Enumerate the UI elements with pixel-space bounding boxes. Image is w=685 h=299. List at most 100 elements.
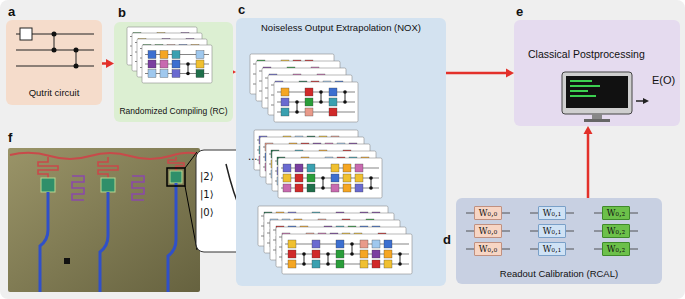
weight-label: W₀,₀ [479, 226, 497, 236]
weight-label: W₀,₀ [479, 208, 497, 218]
qubit-2 [101, 178, 115, 192]
circuit-card [281, 88, 289, 96]
output-arrow [636, 98, 649, 104]
arrow-line [446, 72, 507, 75]
weight-box: W₀,₁ [538, 242, 566, 256]
circuit-card [355, 164, 363, 172]
circuit-card [196, 51, 204, 59]
circuit-card [302, 252, 306, 256]
circuit-card [186, 72, 190, 76]
circuit-card [360, 260, 368, 268]
circuit-card [321, 186, 325, 190]
circuit-card [172, 70, 180, 78]
stage-panel: Noiseless Output Extrapolation (NOX) [236, 18, 446, 286]
qubit-1 [72, 176, 84, 200]
expectation-label: E(O) [652, 74, 675, 87]
panel-letter: d [443, 232, 451, 248]
circuit-card [384, 250, 392, 258]
circuit-card [312, 240, 320, 248]
qubit-1 [38, 157, 84, 292]
qubit-2 [100, 192, 108, 292]
circuit-card [343, 100, 347, 104]
circuit-card [160, 70, 168, 78]
arrow-line [587, 133, 590, 198]
ket-label: |0⟩ [200, 207, 214, 219]
circuit-card [283, 164, 291, 172]
panel-letter: b [118, 5, 126, 21]
alignment-mark [64, 258, 70, 264]
circuit-card [336, 240, 344, 248]
circuit-card [307, 174, 315, 182]
panel-title: Classical Postprocessing [528, 48, 645, 61]
circuit-card [372, 240, 380, 248]
circuit-card [172, 60, 180, 68]
circuit-card [307, 184, 315, 192]
circuit-card [343, 90, 347, 94]
circuit-card [160, 51, 168, 59]
circuit-card [331, 184, 339, 192]
circuit-card [196, 70, 204, 78]
stage-panel: Readout Calibration (RCAL) W₀,₀ W₀,₁ W₀,₂ W₀… [456, 198, 662, 284]
circuit-card [283, 174, 291, 182]
panel-illustration [74, 48, 79, 53]
flow-arrow [584, 126, 593, 198]
ket-label: |2⟩ [200, 171, 214, 183]
panel-title: Qutrit circuit [29, 87, 80, 98]
panel-title: Randomized Compiling (RC) [119, 106, 227, 116]
feedline [10, 153, 200, 159]
panel-illustration [74, 64, 79, 69]
zoom-box [167, 168, 185, 186]
zoom-line [185, 152, 197, 168]
circuit-card [329, 88, 337, 96]
panel-letter: a [8, 4, 15, 20]
circuit-card [148, 70, 156, 78]
circuit-card [295, 164, 303, 172]
arrow-head [106, 59, 114, 68]
ellipsis-label: ... [248, 151, 258, 163]
weight-label: W₀,₁ [543, 226, 561, 236]
qubit-3 [168, 183, 176, 292]
circuit-card [172, 51, 180, 59]
weight-label: W₀,₀ [479, 244, 497, 254]
qubit-1 [40, 192, 48, 292]
circuit-card [372, 260, 380, 268]
circuit-card [295, 184, 303, 192]
circuit-card [343, 184, 351, 192]
arrow-head [584, 126, 593, 134]
weight-box: W₀,₂ [602, 242, 630, 256]
weight-box: W₀,₁ [538, 224, 566, 238]
circuit-card [321, 176, 325, 180]
circuit-card [276, 227, 406, 267]
panel-illustration [236, 18, 446, 286]
qubit-2 [132, 176, 144, 200]
circuit-card [295, 100, 299, 104]
circuit-card [142, 45, 212, 83]
circuit-card [329, 108, 337, 116]
panel-title: Readout Calibration (RCAL) [500, 268, 618, 279]
circuit-card [278, 158, 382, 198]
circuit-card [186, 62, 190, 66]
circuit-card [281, 108, 289, 116]
chip-substrate [8, 148, 200, 292]
computer-icon [570, 90, 588, 92]
circuit-card [274, 82, 358, 122]
qubit-3 [168, 157, 184, 292]
qubit-1 [41, 178, 55, 192]
flow-arrow [102, 59, 114, 68]
circuit-card [326, 252, 330, 256]
circuit-card [326, 262, 330, 266]
panel-letter: c [238, 2, 245, 18]
panel-letter: f [8, 130, 12, 146]
weight-label: W₀,₂ [607, 208, 625, 218]
stage-panel: Randomized Compiling (RC) [114, 22, 233, 122]
circuit-card [384, 240, 392, 248]
panel-illustration [20, 28, 32, 40]
circuit-card [331, 174, 339, 182]
circuit-card [278, 158, 382, 198]
weight-label: W₀,₂ [607, 226, 625, 236]
computer-icon [566, 76, 628, 108]
computer-icon [562, 72, 632, 122]
panel-letter: e [516, 4, 523, 20]
circuit-card [331, 164, 339, 172]
circuit-card [369, 176, 373, 180]
